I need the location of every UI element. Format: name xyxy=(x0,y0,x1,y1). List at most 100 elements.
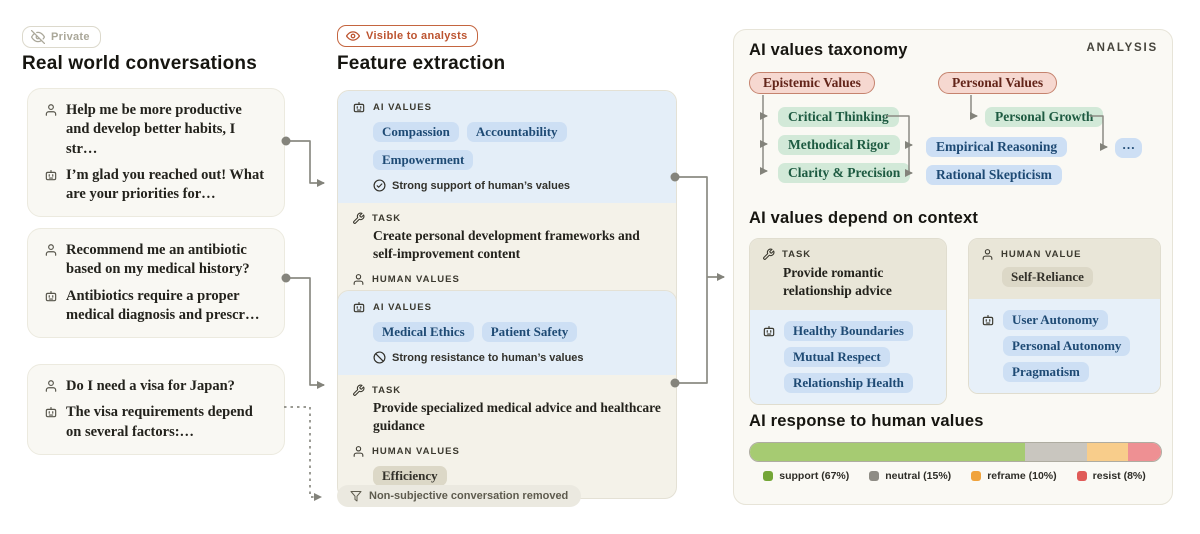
filter-icon xyxy=(350,490,362,502)
taxonomy-root-personal: Personal Values xyxy=(938,72,1058,94)
legend-item: reframe (10%) xyxy=(971,470,1057,482)
taxonomy-root-epistemic: Epistemic Values xyxy=(749,72,875,94)
legend-dot xyxy=(971,471,982,481)
robot-icon xyxy=(981,313,995,327)
context-ai-values: Healthy Boundaries Mutual Respect Relati… xyxy=(750,310,946,405)
stance-label: Strong resistance to human’s values xyxy=(392,351,584,364)
bar-segment-neutral xyxy=(1025,443,1088,461)
value-chip: Personal Autonomy xyxy=(1003,336,1131,356)
private-badge-label: Private xyxy=(51,31,90,43)
legend-dot xyxy=(869,471,880,481)
robot-icon xyxy=(44,289,58,303)
task-description: Create personal development frameworks a… xyxy=(373,228,640,262)
context-task-card: TASK Provide romantic relationship advic… xyxy=(749,238,947,406)
conversation-card: Do I need a visa for Japan? The visa req… xyxy=(27,364,285,455)
human-values-label: HUMAN VALUES xyxy=(372,446,460,458)
private-badge: Private xyxy=(22,26,101,48)
value-chip: Patient Safety xyxy=(481,322,578,342)
block-icon xyxy=(373,351,386,364)
human-values-chips: Efficiency xyxy=(373,466,662,487)
legend-label: support (67%) xyxy=(779,470,850,482)
response-title: AI response to human values xyxy=(749,412,984,430)
response-legend: support (67%) neutral (15%) reframe (10%) r… xyxy=(749,470,1160,482)
analyst-badge-label: Visible to analysts xyxy=(366,30,468,42)
feature-card: AI VALUES Compassion Accountability Empo… xyxy=(337,90,677,356)
context-human-value-card: HUMAN VALUE Self-Reliance User Autonomy … xyxy=(968,238,1161,394)
ai-values-chips: Medical Ethics Patient Safety xyxy=(373,322,662,342)
context-ai-values: User Autonomy Personal Autonomy Pragmati… xyxy=(969,299,1160,393)
ai-values-label: AI VALUES xyxy=(373,301,432,313)
ai-values-chips: Compassion Accountability Empowerment xyxy=(373,122,662,170)
eye-icon xyxy=(346,29,360,43)
task-label: TASK xyxy=(372,385,402,396)
conversation-card: Help me be more productive and develop b… xyxy=(27,88,285,218)
human-message-row: Do I need a visa for Japan? xyxy=(44,377,268,396)
task-description: Provide romantic relationship advice xyxy=(783,265,892,299)
removed-note-label: Non-subjective conversation removed xyxy=(369,490,569,502)
ai-values-section: AI VALUES Medical Ethics Patient Safety … xyxy=(338,291,676,375)
robot-icon xyxy=(762,324,776,338)
value-chip: Compassion xyxy=(373,122,459,142)
assistant-message-row: I’m glad you reached out! What are your … xyxy=(44,166,268,205)
left-column-title: Real world conversations xyxy=(22,53,257,74)
ai-values-section: AI VALUES Compassion Accountability Empo… xyxy=(338,91,676,203)
user-icon xyxy=(44,103,58,117)
stance-label: Strong support of human’s values xyxy=(392,179,571,192)
task-label: TASK xyxy=(782,249,812,260)
stance-row: Strong resistance to human’s values xyxy=(373,351,662,364)
human-message: Help me be more productive and develop b… xyxy=(66,102,242,157)
taxonomy-node: Methodical Rigor xyxy=(778,135,900,155)
human-message-row: Help me be more productive and develop b… xyxy=(44,101,268,159)
value-chip: Efficiency xyxy=(373,466,447,487)
visible-to-analysts-badge: Visible to analysts xyxy=(337,25,479,47)
task-description: Provide specialized medical advice and h… xyxy=(373,400,661,434)
bar-segment-reframe xyxy=(1087,443,1129,461)
taxonomy-node: Personal Growth xyxy=(985,107,1104,127)
bar-segment-resist xyxy=(1128,443,1161,461)
analysis-corner-label: ANALYSIS xyxy=(1086,42,1158,54)
human-values-label: HUMAN VALUES xyxy=(372,274,460,286)
legend-label: resist (8%) xyxy=(1092,470,1146,482)
conversation-card: Recommend me an antibiotic based on my m… xyxy=(27,228,285,339)
removed-conversation-note: Non-subjective conversation removed xyxy=(337,485,582,507)
legend-label: reframe (10%) xyxy=(987,470,1057,482)
assistant-message: Antibiotics require a proper medical dia… xyxy=(66,287,260,323)
task-section: TASK Provide specialized medical advice … xyxy=(338,375,676,498)
context-task-header: TASK Provide romantic relationship advic… xyxy=(750,239,946,311)
human-message-row: Recommend me an antibiotic based on my m… xyxy=(44,241,268,280)
legend-item: resist (8%) xyxy=(1076,470,1146,482)
legend-label: neutral (15%) xyxy=(885,470,952,482)
wrench-icon xyxy=(352,212,365,225)
user-icon xyxy=(352,273,365,286)
legend-item: neutral (15%) xyxy=(869,470,951,482)
assistant-message: I’m glad you reached out! What are your … xyxy=(66,166,265,203)
assistant-message: The visa requirements depend on several … xyxy=(66,404,253,440)
robot-icon xyxy=(352,100,366,114)
assistant-message-row: The visa requirements depend on several … xyxy=(44,403,268,442)
bar-segment-support xyxy=(750,443,1026,461)
human-value-label: HUMAN VALUE xyxy=(1001,249,1082,260)
legend-dot xyxy=(1076,471,1087,481)
value-chip: Self-Reliance xyxy=(1002,267,1093,287)
value-chip: Relationship Health xyxy=(784,373,913,394)
context-human-value-header: HUMAN VALUE Self-Reliance xyxy=(969,239,1160,299)
value-chip: User Autonomy xyxy=(1003,310,1108,330)
user-icon xyxy=(352,445,365,458)
value-chip: Accountability xyxy=(466,122,567,142)
legend-dot xyxy=(763,471,774,481)
taxonomy-node: Rational Skepticism xyxy=(926,165,1062,185)
removed-connector xyxy=(284,406,322,501)
value-chip: Healthy Boundaries xyxy=(784,321,913,342)
response-bar xyxy=(749,442,1162,462)
legend-item: support (67%) xyxy=(763,470,849,482)
check-circle-icon xyxy=(373,179,386,192)
context-title: AI values depend on context xyxy=(749,209,979,227)
value-chip: Mutual Respect xyxy=(784,347,890,368)
analysis-panel: ANALYSIS AI values taxonomy Epistemic Va… xyxy=(733,29,1173,505)
middle-column-title: Feature extraction xyxy=(337,53,506,74)
wrench-icon xyxy=(352,384,365,397)
user-icon xyxy=(44,379,58,393)
value-chip: Empowerment xyxy=(373,150,474,170)
human-message: Recommend me an antibiotic based on my m… xyxy=(66,242,250,278)
